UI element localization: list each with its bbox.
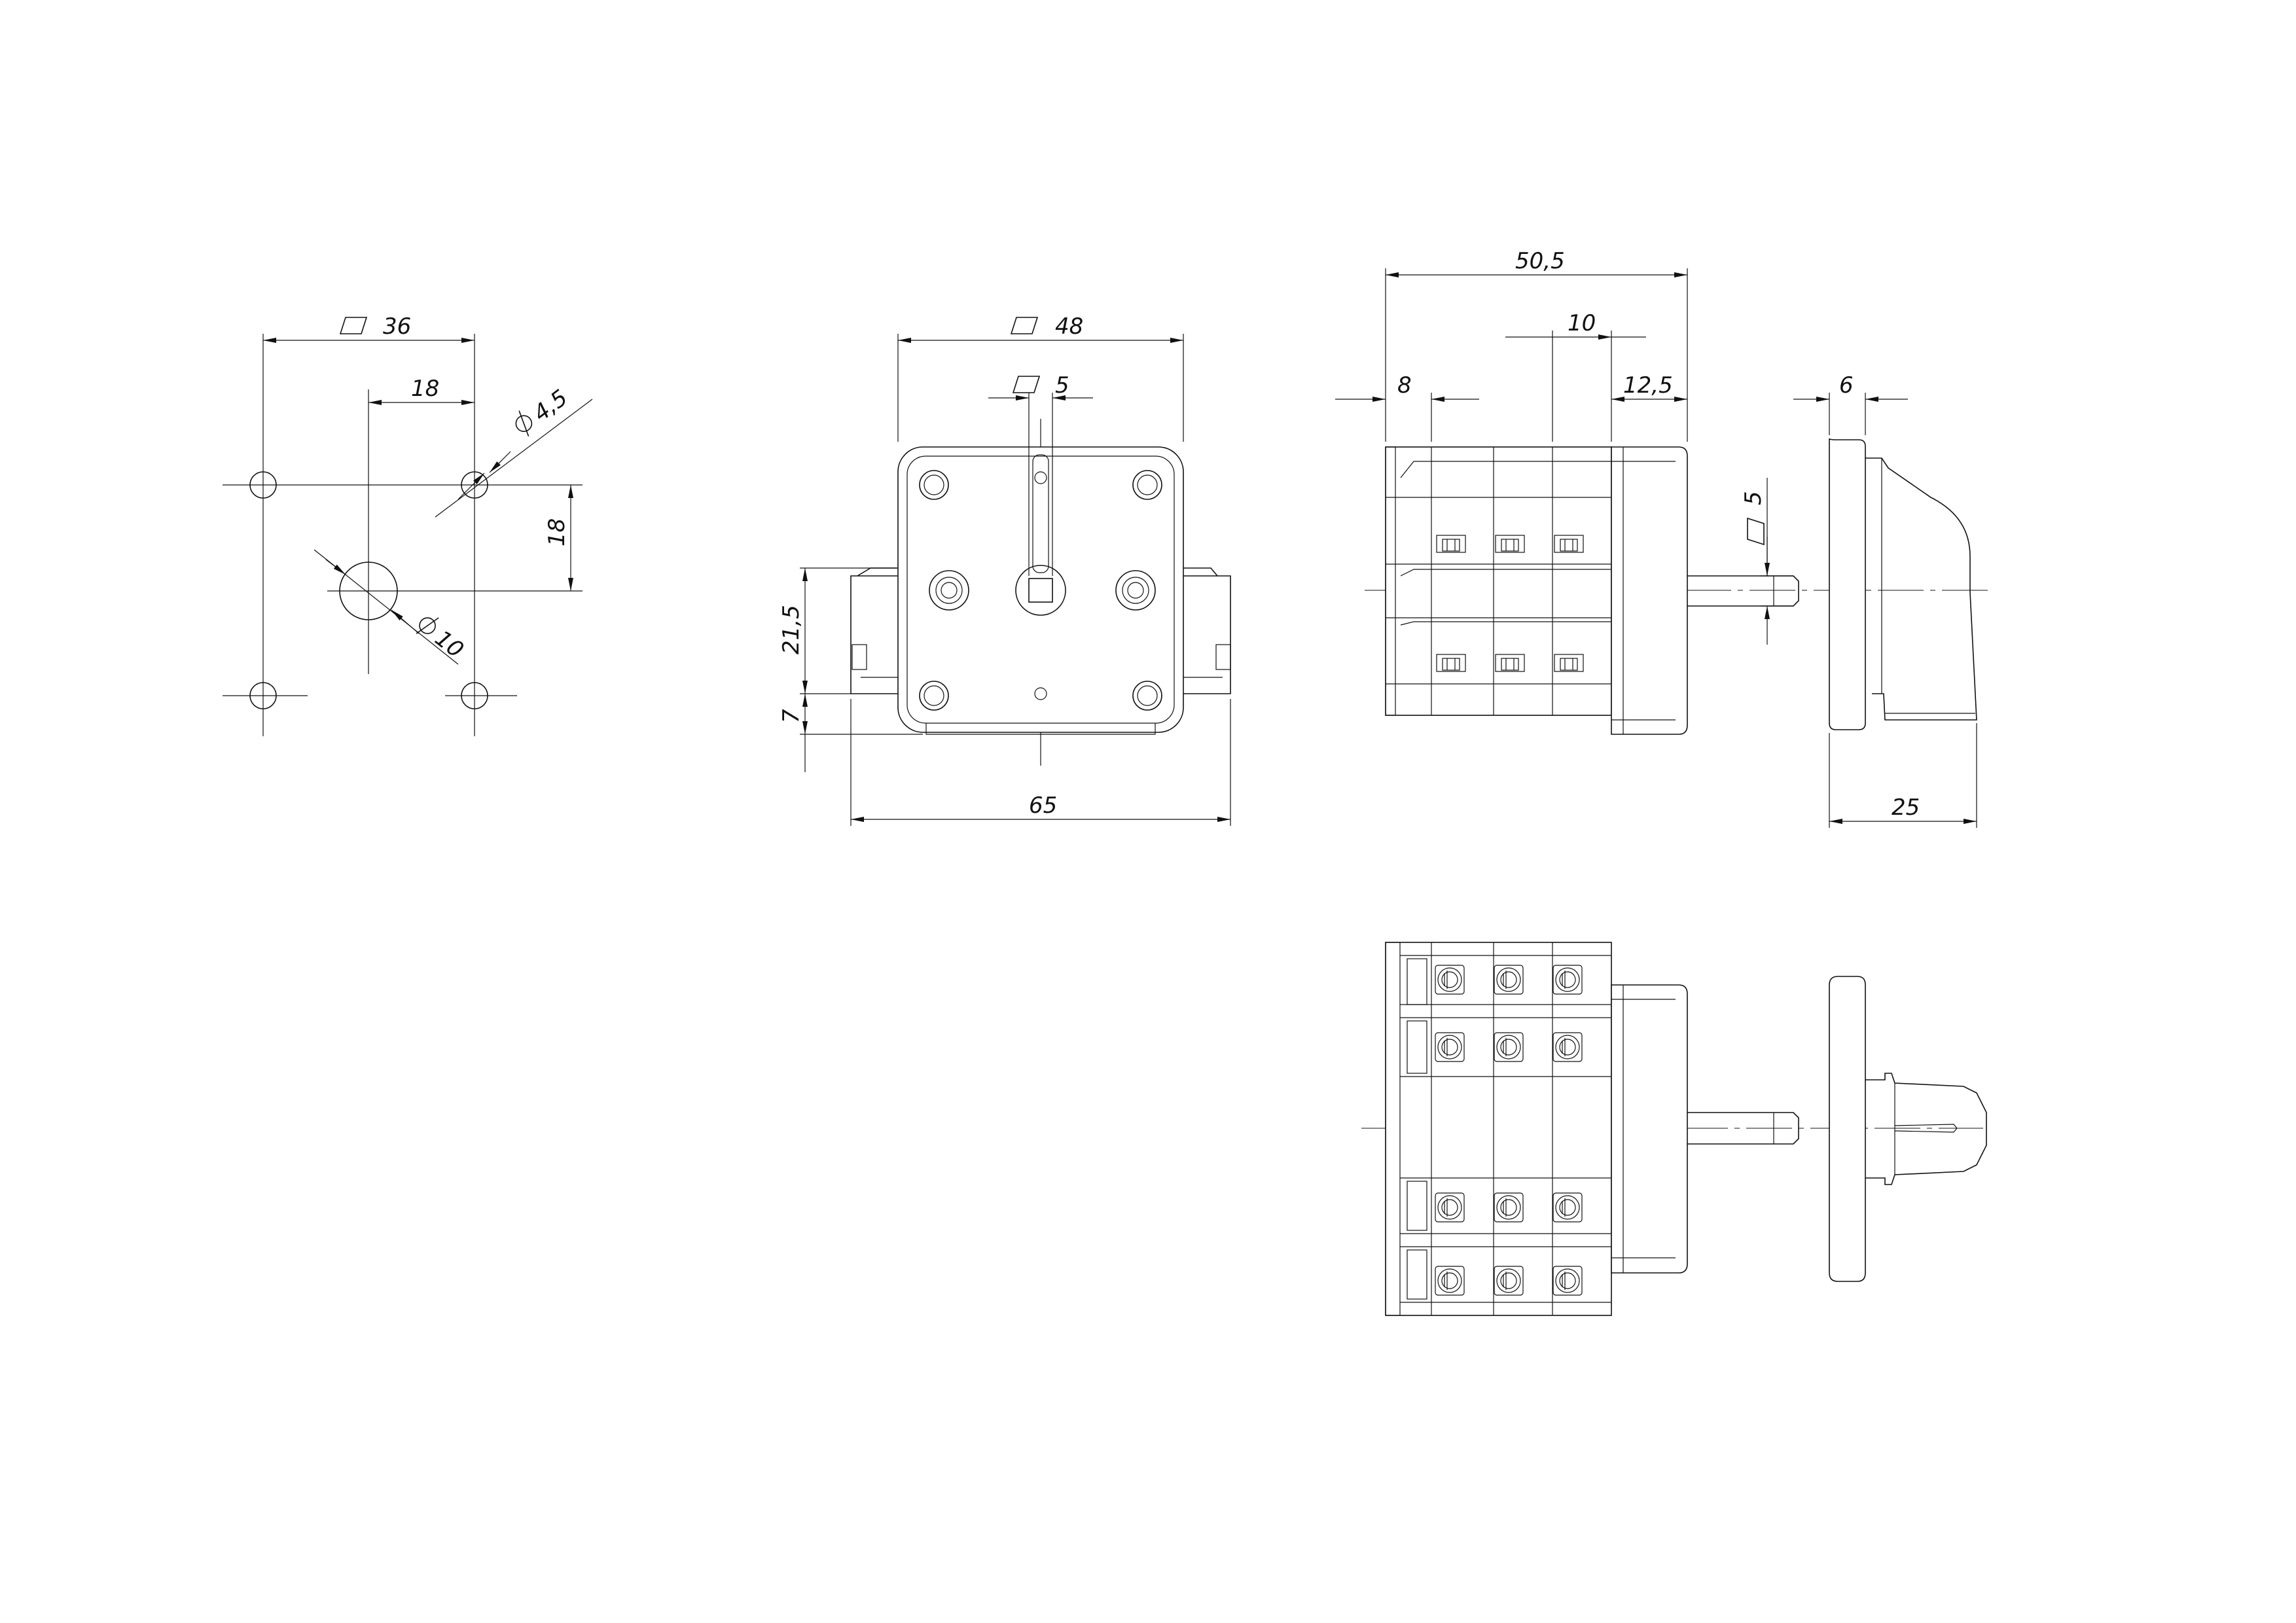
dim-36-label: 36 xyxy=(383,313,411,340)
square-symbol xyxy=(1012,376,1041,393)
dim-face-square: 48 xyxy=(897,313,1184,442)
center-hole xyxy=(339,562,398,620)
square-symbol xyxy=(1747,517,1765,546)
mounting-holes xyxy=(249,471,488,709)
dim-48-label: 48 xyxy=(1055,313,1083,340)
dim-25-label: 25 xyxy=(1892,794,1920,821)
dim-18-vertical-label: 18 xyxy=(544,518,570,546)
mounting-pattern-view: 36 18 18 4,5 xyxy=(223,313,593,736)
dim-5-side-label: 5 xyxy=(1740,491,1767,505)
top-view xyxy=(1361,942,1987,1316)
dim-mounting-half: 18 xyxy=(368,376,475,405)
dim-12-5-label: 12,5 xyxy=(1623,372,1673,399)
front-terminal-bolts xyxy=(929,570,1156,611)
side-flange xyxy=(1611,446,1688,735)
front-mounting-bracket xyxy=(850,567,1231,694)
dim-8-label: 8 xyxy=(1397,372,1412,399)
square-symbol xyxy=(1010,317,1039,334)
front-shaft-slot xyxy=(1015,454,1066,700)
dim-10-label: 10 xyxy=(430,625,469,663)
front-mounting-screws xyxy=(919,470,1162,711)
side-switch-decks xyxy=(1385,446,1612,716)
dim-7-label: 7 xyxy=(778,709,804,723)
dim-mounting-square: 36 xyxy=(263,313,475,343)
dim-knob-depth: 25 xyxy=(1829,723,1977,828)
square-symbol xyxy=(339,317,368,334)
dim-first-deck: 8 xyxy=(1335,372,1479,442)
dim-deck-pitch: 10 xyxy=(1505,310,1646,442)
front-view: 48 5 21,5 7 65 xyxy=(778,313,1231,826)
top-knob xyxy=(1829,976,1987,1282)
dim-knob-plate: 6 xyxy=(1793,372,1908,435)
top-switch-decks xyxy=(1385,942,1612,1316)
dim-height-upper: 21,5 xyxy=(778,567,897,694)
dim-overall-width: 65 xyxy=(850,699,1231,826)
dim-18-horizontal-label: 18 xyxy=(411,376,439,402)
dim-flange-depth: 12,5 xyxy=(1611,372,1687,402)
top-shaft xyxy=(1687,1112,1799,1145)
front-face-plate xyxy=(897,446,1184,735)
dim-6-label: 6 xyxy=(1839,372,1854,399)
diameter-symbol xyxy=(515,410,533,437)
dim-shaft-square-side: 5 xyxy=(1740,478,1793,645)
dim-10-pitch-label: 10 xyxy=(1568,310,1596,336)
dim-mounting-vertical: 18 xyxy=(544,485,573,591)
mounting-centerlines xyxy=(223,334,583,736)
side-knob xyxy=(1829,438,1977,730)
dim-65-label: 65 xyxy=(1029,793,1057,819)
side-view: 50,5 10 8 12,5 5 xyxy=(1335,248,1990,828)
dim-shaft-square-front: 5 xyxy=(988,372,1093,576)
side-shaft xyxy=(1687,575,1799,607)
dim-height-lower: 7 xyxy=(778,694,923,772)
dim-5-front-label: 5 xyxy=(1055,372,1069,399)
diameter-symbol xyxy=(416,617,439,634)
top-flange xyxy=(1611,984,1688,1274)
dim-21-5-label: 21,5 xyxy=(778,605,804,654)
dim-body-length: 50,5 xyxy=(1385,248,1688,442)
dim-hole-diameter: 4,5 xyxy=(435,385,593,518)
dim-4-5-label: 4,5 xyxy=(529,385,573,427)
dim-50-5-label: 50,5 xyxy=(1515,248,1565,274)
dim-center-diameter: 10 xyxy=(314,549,469,665)
